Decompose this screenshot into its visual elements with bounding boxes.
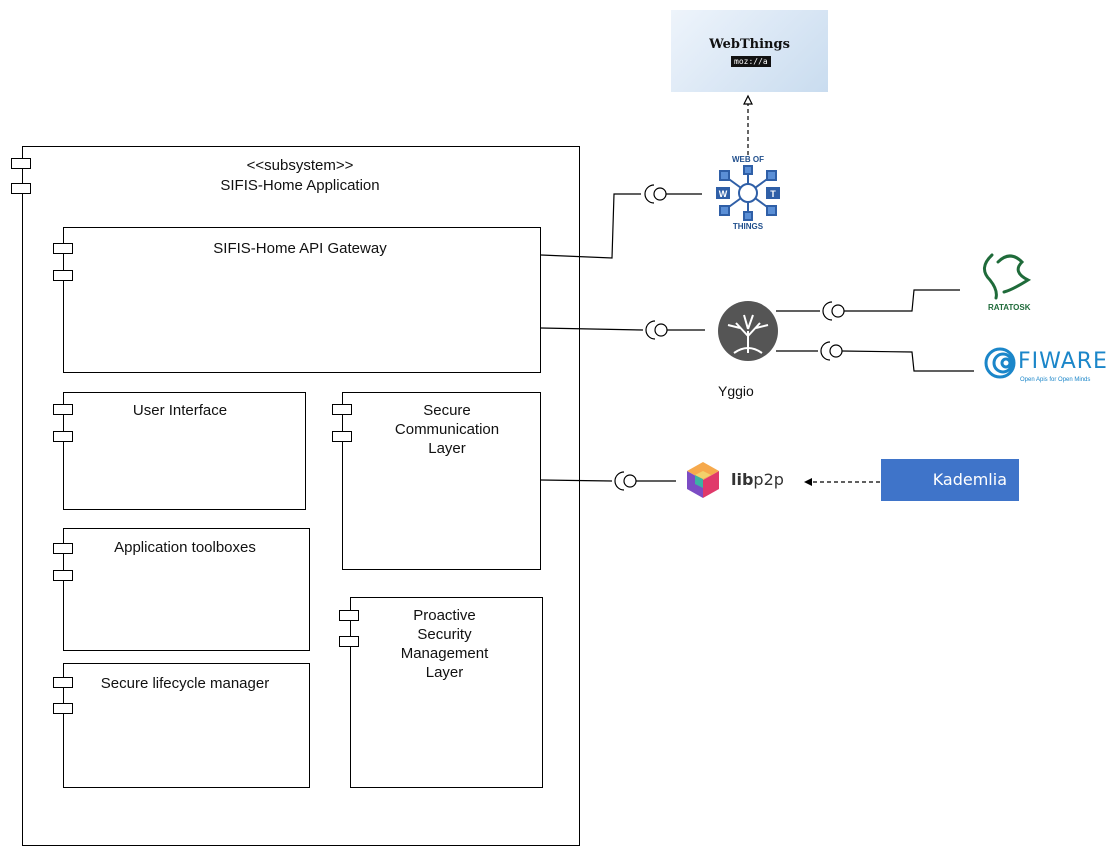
yggio-label: Yggio (718, 383, 754, 399)
api-gateway-component[interactable] (63, 227, 541, 373)
fiware-lollipop-line (841, 350, 974, 372)
svg-text:T: T (770, 189, 776, 199)
user-interface-label: User Interface (132, 402, 228, 419)
component-tab-icon (53, 243, 73, 254)
connectors-layer: W T (540, 94, 1032, 498)
api-gateway-label: SIFIS-Home API Gateway (213, 240, 387, 257)
libp2p-label-rest: p2p (753, 470, 784, 489)
provided-interface-ball-icon (653, 187, 667, 201)
proactive-label-line1: Proactive (413, 607, 476, 624)
libp2p-label-bold: lib (731, 470, 754, 489)
required-interface-socket-icon (644, 184, 655, 204)
webthings-title: WebThings (709, 37, 790, 52)
secure-lifecycle-manager-label: Secure lifecycle manager (100, 675, 270, 692)
api-gateway-to-wot-wire (540, 193, 641, 259)
wot-label-bottom: THINGS (732, 222, 764, 231)
component-tab-icon (339, 610, 359, 621)
fiware-tagline: Open Apis for Open Minds (1020, 377, 1091, 383)
arrowhead-left-icon (804, 478, 812, 486)
provided-interface-ball-icon (623, 474, 637, 488)
webthings-logo: WebThings moz://a (671, 10, 828, 92)
secure-lifecycle-manager-component[interactable] (63, 663, 310, 788)
secure-comm-to-libp2p-wire (540, 479, 613, 482)
secure-comm-label-line1: Secure (423, 402, 471, 419)
component-tab-icon (332, 431, 352, 442)
ratatosk-squirrel-logo (983, 253, 1032, 300)
proactive-security-management-layer-component[interactable] (350, 597, 543, 788)
subsystem-title: SIFIS-Home Application (220, 177, 380, 194)
required-interface-socket-icon (645, 320, 656, 340)
provided-interface-ball-icon (829, 344, 843, 358)
yggio-tree-logo (718, 301, 778, 361)
component-tab-icon (53, 570, 73, 581)
subsystem-stereotype: <<subsystem>> (246, 157, 354, 174)
subsystem-component-tab-icon (11, 183, 31, 194)
provided-interface-ball-icon (654, 323, 668, 337)
svg-text:W: W (719, 189, 728, 199)
proactive-label-line2: Security (417, 626, 472, 643)
libp2p-label: libp2p (731, 470, 784, 489)
mozilla-badge: moz://a (731, 56, 771, 67)
secure-communication-layer-component[interactable] (342, 392, 541, 570)
fiware-logo-swirl (984, 347, 1016, 379)
required-interface-socket-icon (820, 341, 831, 361)
application-toolboxes-component[interactable] (63, 528, 310, 651)
user-interface-component[interactable] (63, 392, 306, 510)
component-tab-icon (53, 677, 73, 688)
proactive-label-line3: Management (400, 645, 489, 662)
ratatosk-lollipop-line (844, 289, 960, 312)
proactive-label-line4: Layer (425, 664, 464, 681)
web-of-things-logo: W T (716, 165, 780, 221)
arrowhead-up-icon (743, 94, 753, 105)
application-toolboxes-label: Application toolboxes (114, 539, 256, 556)
component-tab-icon (53, 431, 73, 442)
component-tab-icon (53, 270, 73, 281)
provided-interface-ball-icon (831, 304, 845, 318)
fiware-name: FIWARE (1018, 349, 1106, 374)
secure-comm-label-line2: Communication (394, 421, 500, 438)
wot-label-top: WEB OF (732, 155, 764, 164)
required-interface-socket-icon (822, 301, 833, 321)
component-tab-icon (53, 543, 73, 554)
kademlia-box: Kademlia (881, 459, 1019, 501)
component-tab-icon (53, 404, 73, 415)
ratatosk-label: RATATOSK (988, 303, 1031, 312)
subsystem-component-tab-icon (11, 158, 31, 169)
required-interface-socket-icon (614, 471, 625, 491)
component-tab-icon (339, 636, 359, 647)
component-tab-icon (53, 703, 73, 714)
component-tab-icon (332, 404, 352, 415)
api-gateway-to-yggio-wire (540, 327, 644, 331)
libp2p-cube-logo (687, 462, 719, 498)
secure-comm-label-line3: Layer (428, 440, 466, 457)
